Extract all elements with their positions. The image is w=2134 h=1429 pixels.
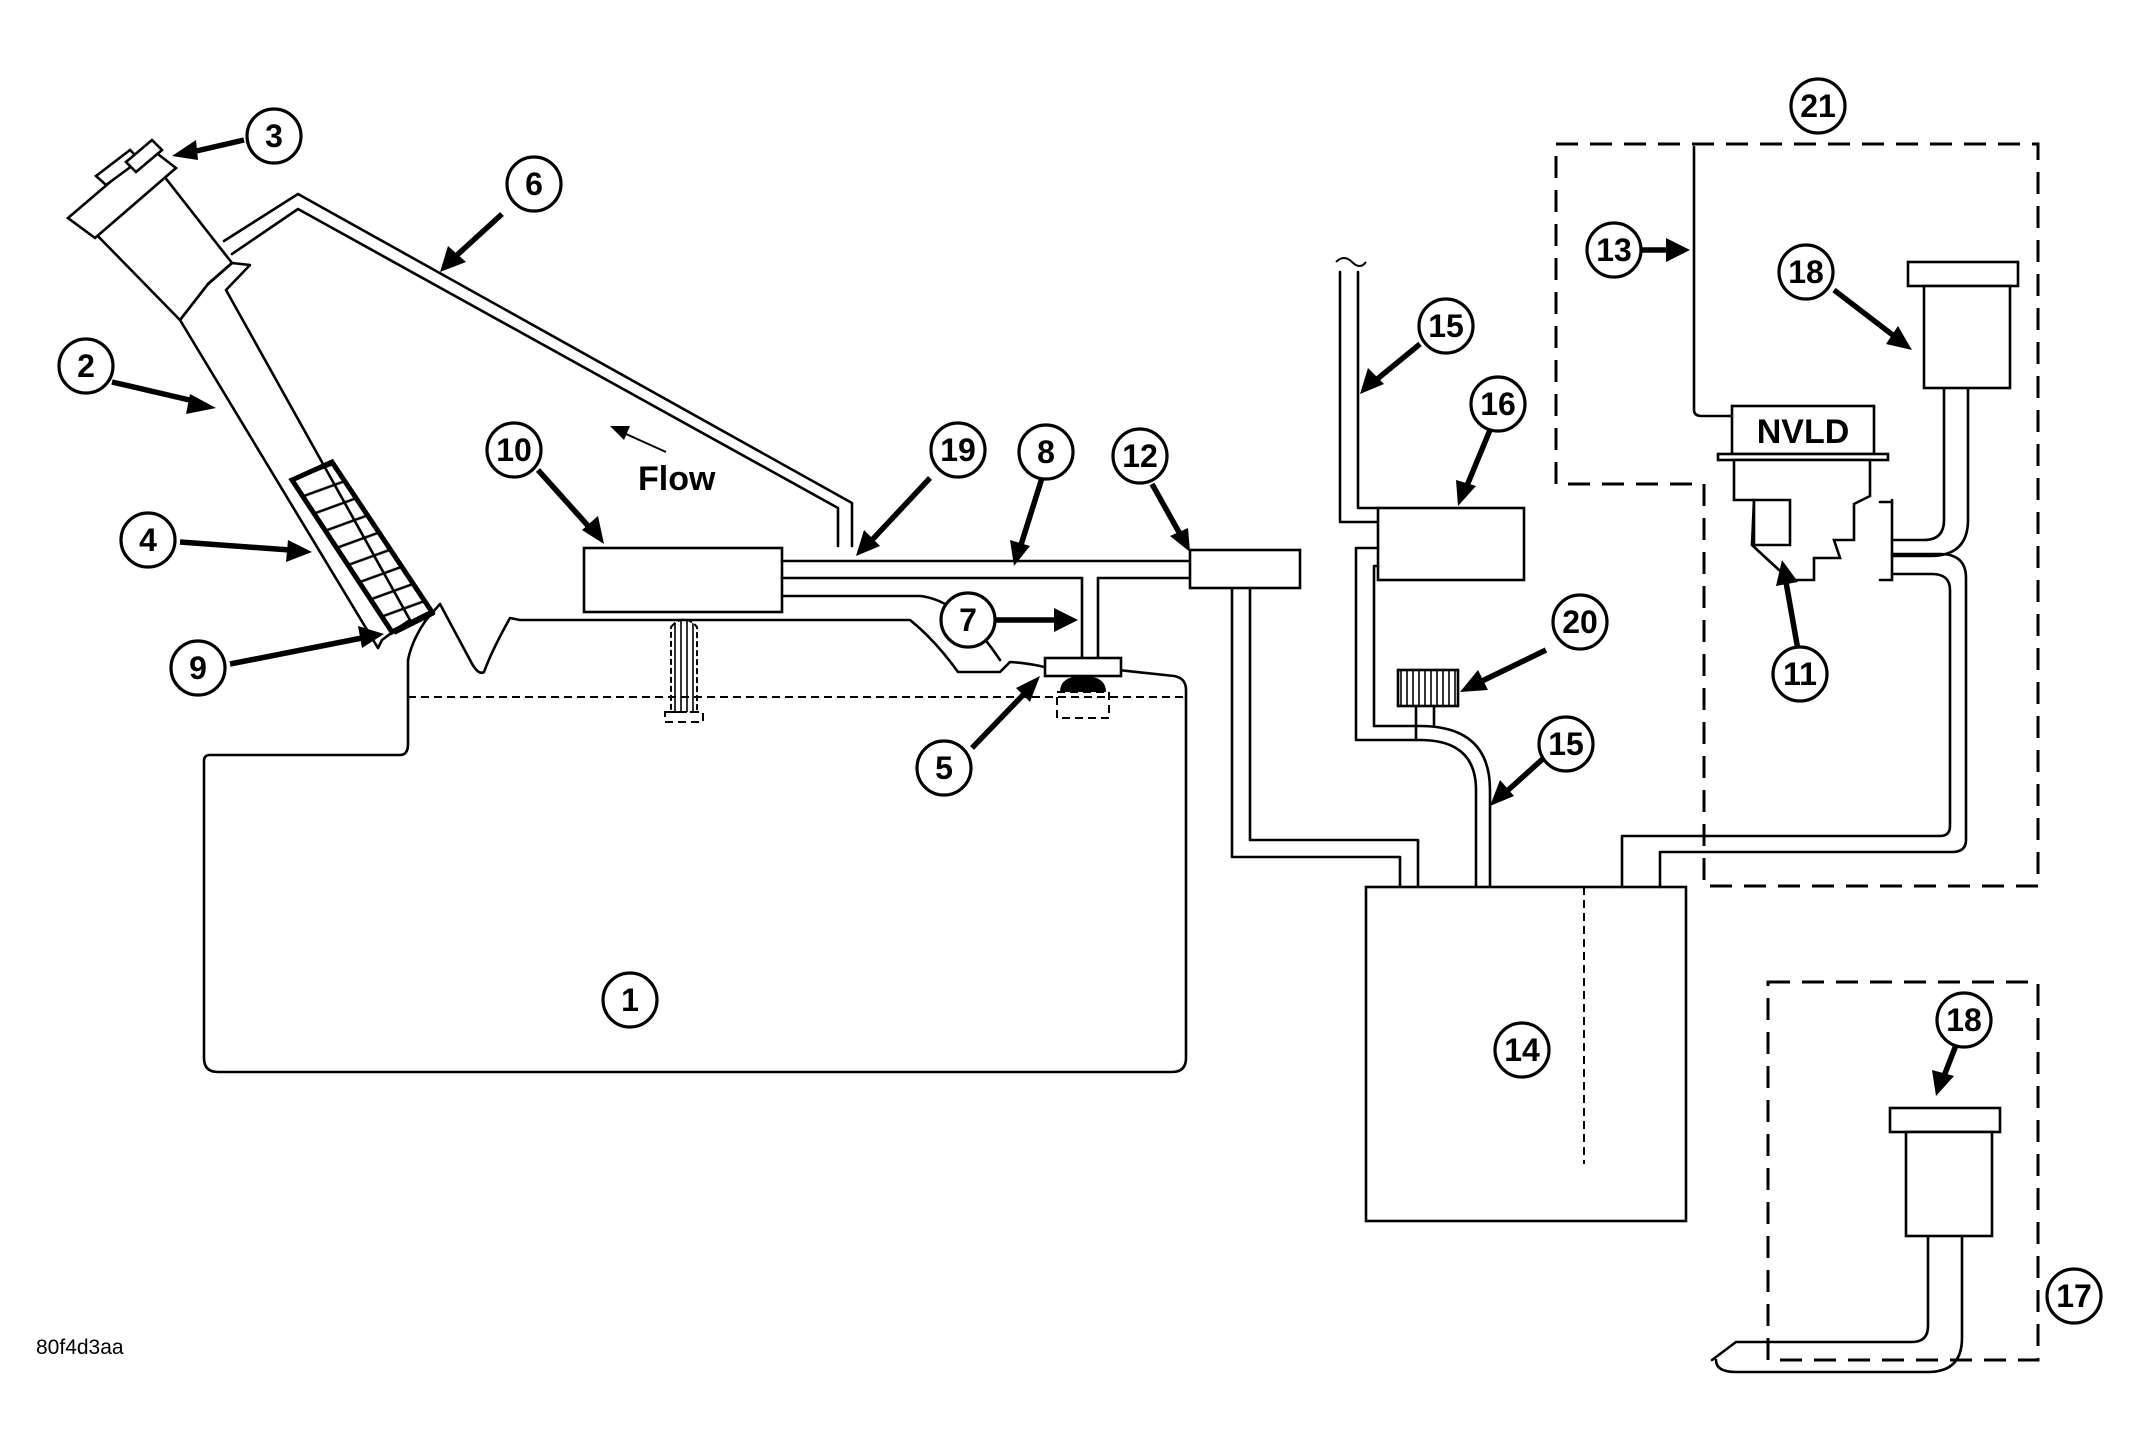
callout-17: 17 <box>2045 1267 2103 1325</box>
svg-text:13: 13 <box>1596 232 1632 268</box>
svg-text:20: 20 <box>1562 604 1598 640</box>
callout-21: 21 <box>1789 77 1847 135</box>
arrow-9 <box>229 626 384 667</box>
svg-text:17: 17 <box>2056 1278 2092 1314</box>
callout-2: 2 <box>57 337 115 395</box>
arrow-7 <box>994 608 1078 632</box>
svg-text:7: 7 <box>959 602 977 638</box>
filler-neck-seal <box>392 609 436 635</box>
arrow-3 <box>172 137 245 160</box>
arrow-8 <box>1010 477 1045 566</box>
nvld-switch: NVLD <box>1692 145 1890 582</box>
svg-text:15: 15 <box>1428 308 1464 344</box>
purge-solenoid <box>1354 506 1526 889</box>
callout-7: 7 <box>939 591 997 649</box>
svg-text:11: 11 <box>1783 656 1817 692</box>
svg-text:18: 18 <box>1946 1002 1982 1038</box>
callout-8: 8 <box>1017 423 1075 481</box>
callout-10: 10 <box>485 421 543 479</box>
arrow-2 <box>111 379 216 414</box>
arrow-5 <box>970 676 1040 750</box>
svg-text:4: 4 <box>139 522 157 558</box>
fuel-filler-cap <box>65 138 179 240</box>
callout-arrows <box>111 137 1961 1096</box>
svg-text:1: 1 <box>621 982 639 1018</box>
callout-19: 19 <box>929 421 987 479</box>
callout-15b: 15 <box>1537 715 1595 773</box>
svg-text:5: 5 <box>935 750 953 786</box>
callout-15a: 15 <box>1417 297 1475 355</box>
svg-text:21: 21 <box>1800 88 1836 124</box>
svg-text:8: 8 <box>1037 434 1055 470</box>
arrow-11 <box>1776 560 1801 651</box>
nvld-label: NVLD <box>1757 413 1850 451</box>
vapor-connector <box>1188 548 1302 590</box>
fuel-tank <box>202 602 1188 1074</box>
arrow-6 <box>440 211 504 272</box>
callout-13: 13 <box>1585 221 1643 279</box>
nvld-hose <box>1620 552 1968 889</box>
svg-text:12: 12 <box>1122 438 1158 474</box>
callout-5: 5 <box>915 739 973 797</box>
arrow-flow <box>610 426 667 453</box>
arrow-18b <box>1932 1039 1961 1096</box>
svg-text:10: 10 <box>496 432 532 468</box>
callout-20: 20 <box>1551 593 1609 651</box>
callout-11: 11 <box>1771 645 1829 703</box>
purge-filter <box>1396 668 1460 742</box>
air-filter-upper <box>1878 260 2020 582</box>
figure-code: 80f4d3aa <box>36 1336 124 1359</box>
svg-text:2: 2 <box>77 348 95 384</box>
control-valve <box>582 546 784 614</box>
callout-4: 4 <box>119 511 177 569</box>
arrow-4 <box>179 539 312 562</box>
svg-text:3: 3 <box>265 118 283 154</box>
callout-12: 12 <box>1111 427 1169 485</box>
arrow-15a <box>1360 341 1422 394</box>
arrow-20 <box>1460 647 1548 692</box>
svg-text:19: 19 <box>940 432 976 468</box>
callout-6: 6 <box>505 155 563 213</box>
svg-text:14: 14 <box>1504 1032 1540 1068</box>
svg-text:9: 9 <box>189 650 207 686</box>
arrow-12 <box>1149 482 1190 552</box>
flow-label: Flow <box>638 460 716 498</box>
arrow-19 <box>856 476 933 556</box>
arrow-13 <box>1642 238 1690 262</box>
fuel-pump-module <box>664 618 704 723</box>
callout-18b: 18 <box>1935 991 1993 1049</box>
arrow-10 <box>535 468 604 544</box>
purge-hose <box>1335 257 1380 524</box>
svg-text:15: 15 <box>1548 726 1584 762</box>
callout-9: 9 <box>169 639 227 697</box>
arrow-18a <box>1832 287 1912 350</box>
arrow-16 <box>1456 428 1493 506</box>
air-filter-box-alt <box>1710 980 2040 1374</box>
arrow-15b <box>1490 753 1548 806</box>
recirculation-tube <box>222 192 854 548</box>
callout-18a: 18 <box>1777 243 1835 301</box>
svg-text:6: 6 <box>525 166 543 202</box>
svg-text:16: 16 <box>1480 386 1516 422</box>
callout-3: 3 <box>245 107 303 165</box>
canister-vapor-hose <box>1230 586 1420 889</box>
callout-1: 1 <box>601 971 659 1029</box>
inlet-check-valve <box>288 458 436 636</box>
nvld-assembly-box <box>1554 142 2040 888</box>
callout-16: 16 <box>1469 375 1527 433</box>
callout-14: 14 <box>1493 1021 1551 1079</box>
rollover-valve <box>1043 576 1123 719</box>
svg-text:18: 18 <box>1788 254 1824 290</box>
